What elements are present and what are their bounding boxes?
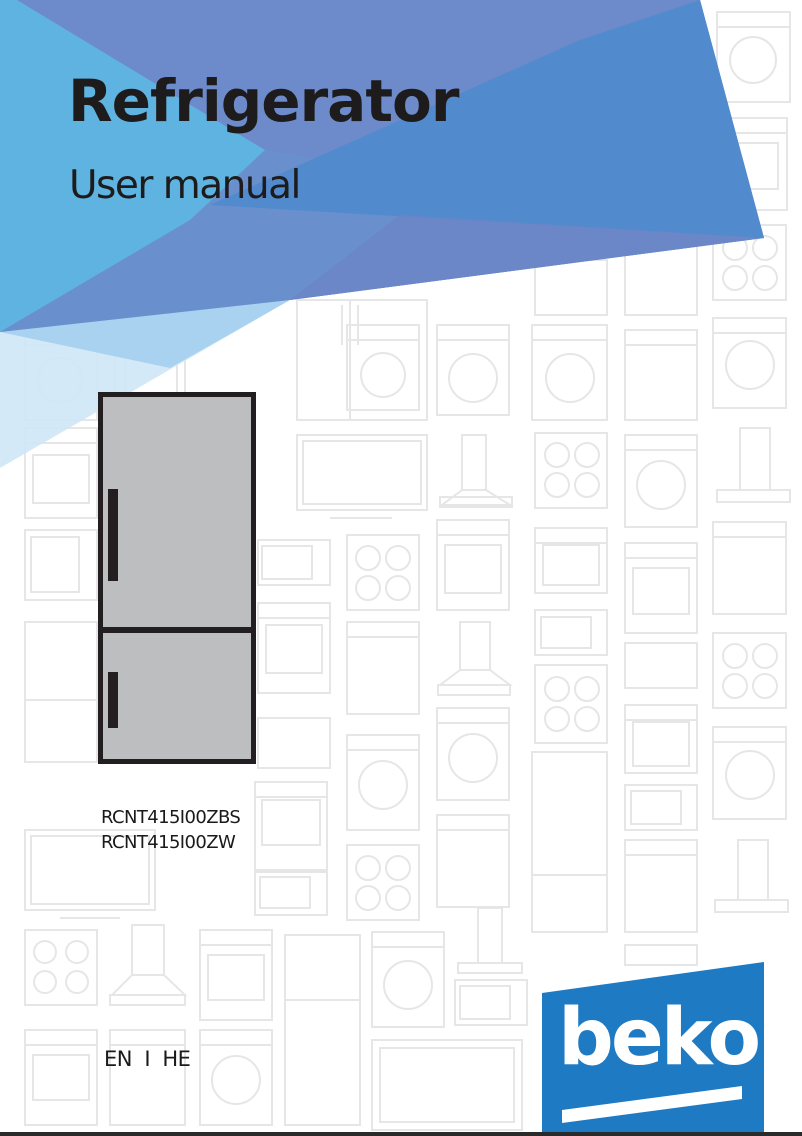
dishwasher-icon: [712, 521, 787, 615]
hood-icon: [716, 427, 791, 503]
tv-icon: [296, 434, 428, 519]
fridge-door-handle: [108, 489, 118, 581]
dishwasher-icon: [109, 1029, 186, 1126]
dishwasher-icon: [624, 329, 698, 421]
oven-icon: [534, 527, 608, 594]
fridge-icon: [531, 751, 608, 933]
oven-icon: [24, 1029, 98, 1126]
washer-icon: [346, 324, 420, 411]
microwave-icon: [254, 869, 328, 916]
microwave-icon: [454, 979, 528, 1026]
hob-icon: [24, 929, 98, 1006]
dishwasher-icon: [624, 839, 698, 933]
washer-icon: [531, 324, 608, 421]
beko-logo: beko: [542, 962, 764, 1132]
dishwasher-icon: [346, 621, 420, 715]
document-title: Refrigerator: [68, 67, 459, 135]
page-bottom-rule: [0, 1132, 802, 1136]
hood-icon: [439, 434, 514, 508]
tv-icon: [624, 642, 698, 689]
hood-icon: [109, 924, 188, 1006]
oven-icon: [624, 542, 698, 634]
washer-icon: [436, 707, 510, 801]
hob-icon: [534, 432, 608, 509]
tv-icon: [257, 717, 331, 769]
hob-icon: [534, 664, 608, 744]
brand-name: beko: [558, 993, 759, 1083]
washer-icon: [436, 324, 510, 416]
washer-icon: [346, 734, 420, 831]
fridge-icon: [24, 621, 98, 763]
hob-icon: [346, 534, 420, 611]
refrigerator-illustration: [98, 392, 256, 764]
washer-icon: [712, 726, 787, 820]
washer-icon: [199, 1029, 273, 1126]
dishwasher-icon: [436, 814, 510, 908]
model-number: RCNT415I00ZBS: [101, 807, 241, 828]
hood-icon: [437, 621, 513, 696]
microwave-icon: [624, 784, 698, 831]
oven-icon: [624, 704, 698, 774]
oven-icon: [199, 929, 273, 1021]
document-subtitle: User manual: [69, 163, 301, 208]
washer-icon: [624, 434, 698, 528]
hood-icon: [714, 839, 789, 913]
model-number: RCNT415I00ZW: [101, 832, 236, 853]
hob-icon: [712, 632, 787, 709]
washer-icon: [371, 931, 445, 1028]
oven-icon: [624, 944, 698, 966]
freezer-door-handle: [108, 672, 118, 728]
fridge-icon: [284, 934, 361, 1126]
tv-icon: [371, 1039, 523, 1131]
washer-icon: [716, 11, 791, 103]
oven-icon: [254, 781, 328, 873]
oven-icon: [436, 519, 510, 611]
microwave-icon: [24, 529, 98, 601]
washer-icon: [712, 317, 787, 409]
tv-icon: [24, 829, 156, 919]
microwave-icon: [257, 539, 331, 586]
language-codes: EN I HE: [104, 1047, 191, 1071]
hood-icon: [457, 907, 523, 974]
oven-icon: [257, 602, 331, 694]
hob-icon: [346, 844, 420, 921]
model-numbers: RCNT415I00ZBS RCNT415I00ZW: [101, 805, 241, 855]
microwave-icon: [534, 609, 608, 656]
